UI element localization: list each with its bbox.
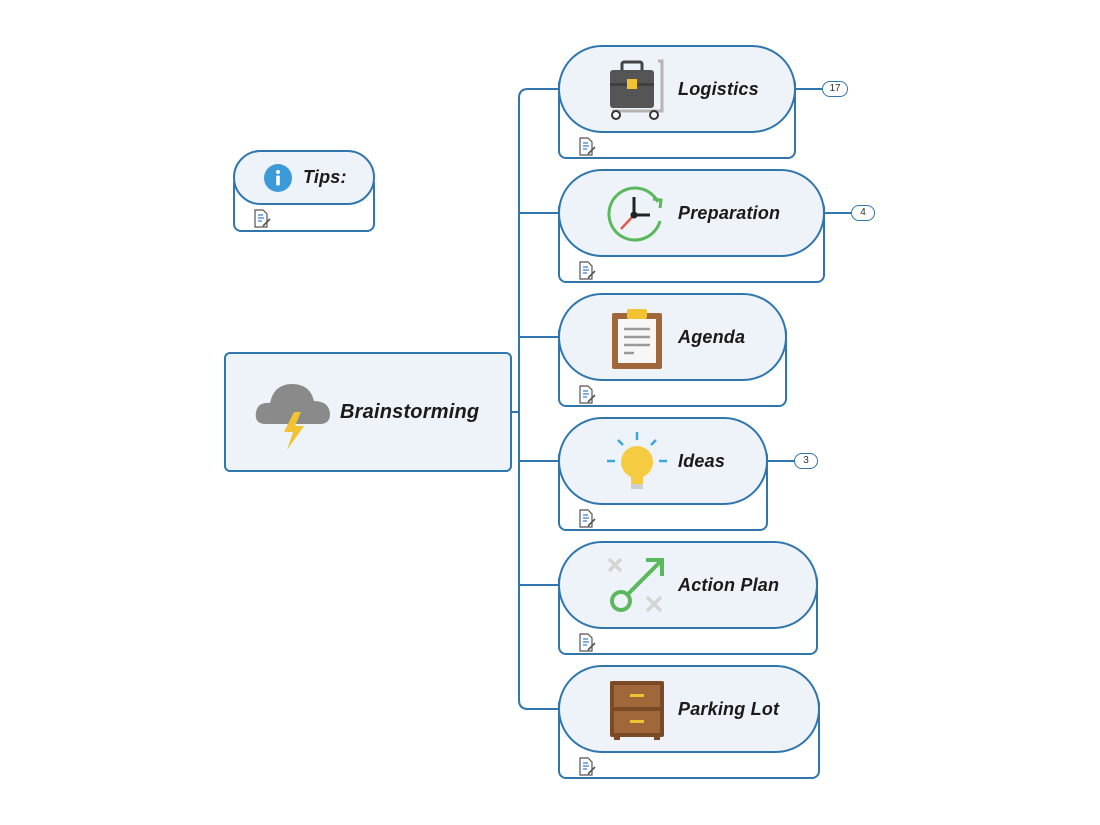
branch-label-preparation: Preparation [678,203,781,223]
branch-label-action-plan: Action Plan [678,575,780,595]
strategy-icon [607,557,664,613]
preparation-topic[interactable]: Preparation [558,169,825,257]
note-icon[interactable] [577,137,597,157]
branch-label-ideas: Ideas [678,451,726,471]
note-icon[interactable] [577,633,597,653]
branch-label-parking-lot: Parking Lot [678,699,780,719]
lightbulb-icon [607,432,667,489]
action-plan-topic[interactable]: Action Plan [558,541,818,629]
note-icon[interactable] [577,385,597,405]
note-icon[interactable] [252,209,272,229]
tips-topic[interactable]: Tips: [233,150,375,205]
ideas-topic[interactable]: Ideas [558,417,768,505]
storm-cloud-icon [255,384,330,450]
parking-lot-topic[interactable]: Parking Lot [558,665,820,753]
note-icon[interactable] [577,509,597,529]
note-icon[interactable] [577,261,597,281]
logistics-topic[interactable]: Logistics [558,45,796,133]
branch-label-logistics: Logistics [678,79,759,99]
tips-label: Tips: [303,167,347,187]
ideas-count-badge[interactable]: 3 [794,453,818,469]
agenda-topic[interactable]: Agenda [558,293,787,381]
cabinet-icon [610,681,664,740]
logistics-count-badge[interactable]: 17 [822,81,848,97]
branch-label-agenda: Agenda [678,327,746,347]
clipboard-icon [612,309,662,369]
central-label: Brainstorming [340,401,480,423]
info-icon [264,164,292,192]
briefcase-cart-icon [610,59,664,120]
central-topic[interactable]: Brainstorming [224,352,512,472]
note-icon[interactable] [577,757,597,777]
clock-icon [607,186,663,242]
preparation-count-badge[interactable]: 4 [851,205,875,221]
